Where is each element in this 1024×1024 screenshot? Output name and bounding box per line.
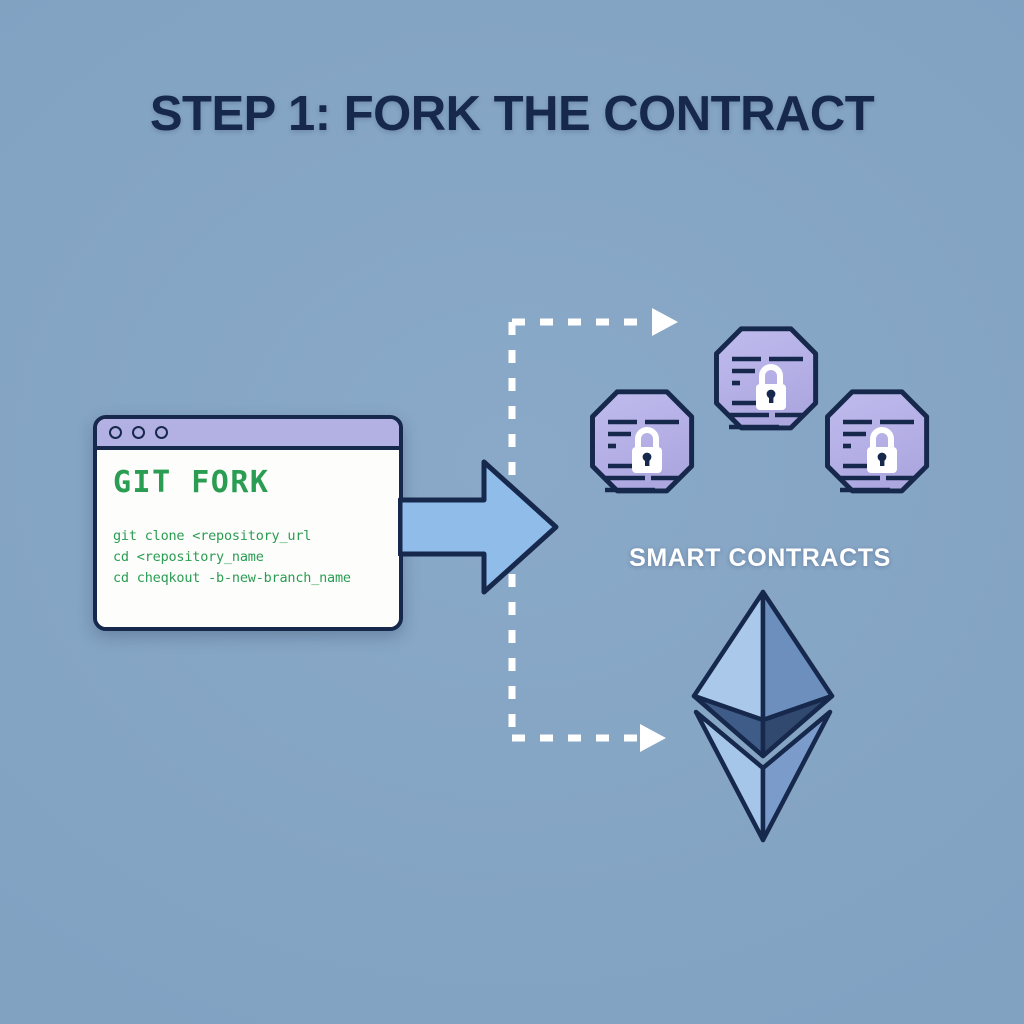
ethereum-logo: [691, 589, 835, 843]
close-dot-icon[interactable]: [109, 426, 122, 439]
connector-bottom-arrowhead: [640, 724, 666, 752]
smart-contracts-label: SMART CONTRACTS: [629, 544, 891, 572]
contract-doc-lines: [729, 356, 805, 430]
flow-arrow: [398, 459, 559, 595]
terminal-command-line: cd cheqkout -b-new-branch_name: [113, 569, 351, 586]
eth-facet-mid-right: [760, 693, 835, 759]
contract-node-center[interactable]: [714, 326, 819, 431]
terminal-command-line: git clone <repository_url: [113, 528, 312, 544]
terminal-titlebar: [97, 419, 399, 450]
minimize-dot-icon[interactable]: [132, 426, 145, 439]
smart-contract-nodes: [590, 326, 930, 494]
contract-doc-lines: [605, 419, 681, 493]
git-fork-terminal[interactable]: GIT FORK git clone <repository_url cd <r…: [93, 415, 403, 631]
maximize-dot-icon[interactable]: [155, 426, 168, 439]
contract-doc-lines: [840, 419, 916, 493]
flow-arrow-shape: [398, 459, 559, 595]
terminal-body: GIT FORK git clone <repository_url cd <r…: [97, 450, 399, 627]
terminal-heading: GIT FORK: [113, 465, 270, 500]
lock-icon: [632, 427, 662, 473]
contract-node-right[interactable]: [825, 389, 930, 494]
terminal-command-line: cd <repository_name: [113, 548, 264, 565]
page-title: STEP 1: FORK THE CONTRACT: [149, 87, 875, 141]
lock-icon: [756, 364, 786, 410]
terminal-command-list: git clone <repository_url cd <repository…: [113, 526, 383, 589]
lock-icon: [867, 427, 897, 473]
contract-node-left[interactable]: [590, 389, 695, 494]
eth-facet-bottom-right: [760, 709, 833, 843]
